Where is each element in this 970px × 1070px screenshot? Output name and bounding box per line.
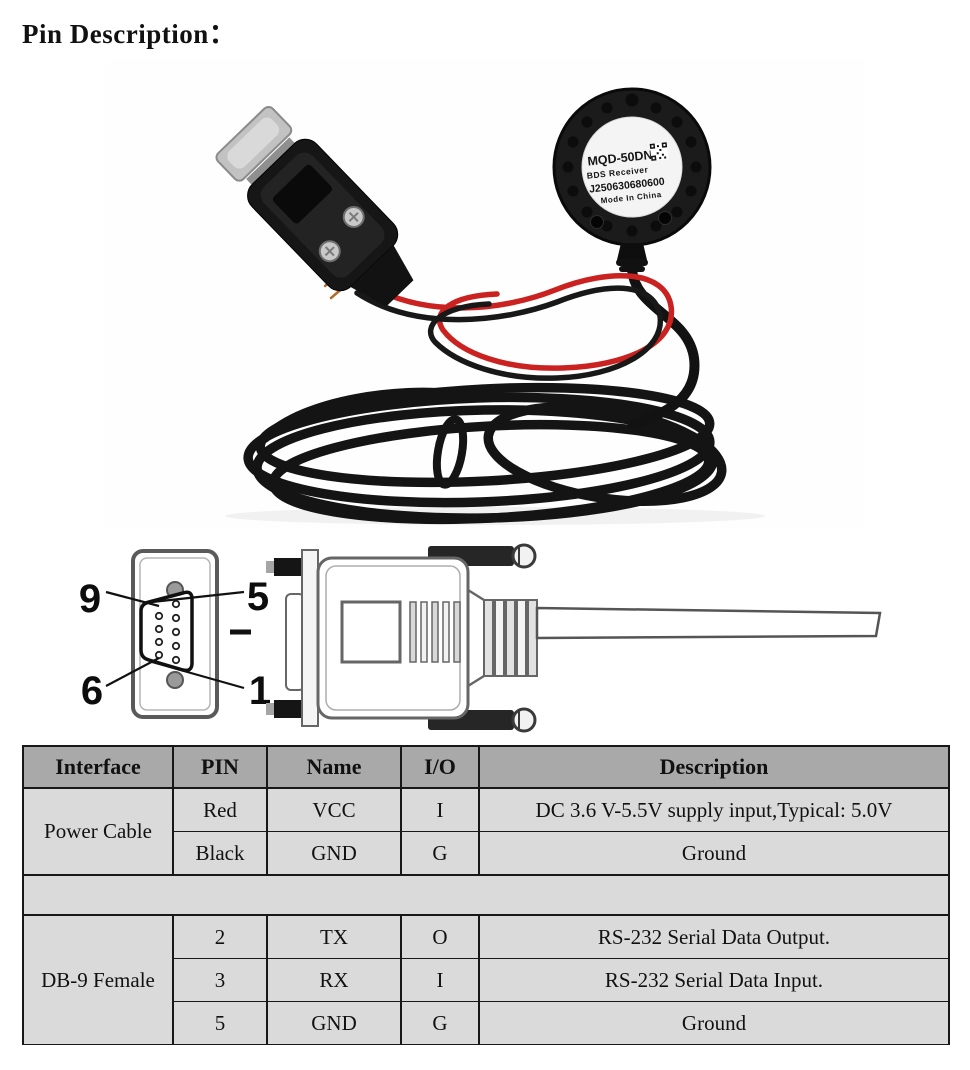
pin-cell: Black bbox=[172, 831, 268, 876]
description-cell: Ground bbox=[478, 1001, 950, 1045]
header-name: Name bbox=[266, 745, 402, 789]
puck-strain-relief bbox=[619, 266, 645, 272]
standoff-cap bbox=[266, 703, 276, 715]
description-cell: DC 3.6 V-5.5V supply input,Typical: 5.0V bbox=[478, 787, 950, 832]
db9-housing-screws bbox=[318, 205, 365, 263]
name-cell: TX bbox=[266, 914, 402, 959]
product-photo: MQD-50DN BDS Receiver J250630680600 Mode… bbox=[105, 58, 865, 528]
page-title: Pin Description： bbox=[22, 19, 237, 49]
io-cell: G bbox=[400, 1001, 480, 1045]
io-cell: O bbox=[400, 914, 480, 959]
pin-cell: 5 bbox=[172, 1001, 268, 1045]
io-cell: I bbox=[400, 958, 480, 1002]
db9-shell-face bbox=[227, 117, 280, 169]
thumbscrew-head bbox=[511, 543, 537, 569]
table-row: 5 GND G Ground bbox=[23, 1001, 950, 1045]
thumbscrew-head bbox=[511, 707, 537, 733]
red-wire bbox=[362, 273, 675, 371]
pin-label-1: 1 bbox=[249, 669, 271, 713]
receiver-puck: MQD-50DN BDS Receiver J250630680600 Mode… bbox=[552, 87, 712, 272]
black-wire bbox=[354, 285, 663, 381]
coiled-cable bbox=[243, 382, 727, 525]
db9-cable-boot bbox=[350, 245, 414, 307]
pin-cell: 3 bbox=[172, 958, 268, 1002]
name-cell: VCC bbox=[266, 787, 402, 832]
name-cell: GND bbox=[266, 1001, 402, 1045]
db9-housing-window bbox=[272, 164, 333, 224]
db9-connector-photo bbox=[215, 105, 414, 307]
cable-line bbox=[535, 606, 882, 640]
puck-screw bbox=[658, 211, 672, 225]
description-cell: Ground bbox=[478, 831, 950, 876]
spacer-row bbox=[22, 874, 950, 916]
pin-cell: Red bbox=[172, 787, 268, 832]
cable-wrap bbox=[432, 415, 468, 489]
receiver-model-text: MQD-50DN bbox=[587, 148, 653, 169]
header-interface: Interface bbox=[22, 745, 174, 789]
header-description: Description bbox=[478, 745, 950, 789]
puck-vent-holes bbox=[562, 93, 702, 237]
puck-screw bbox=[590, 215, 604, 229]
db9-shell-step bbox=[246, 137, 297, 187]
housing-ribs bbox=[409, 601, 461, 663]
name-cell: GND bbox=[266, 831, 402, 876]
db9-pinout-diagram: 9 5 6 1 bbox=[79, 543, 882, 733]
db9-front-view: 9 5 6 1 bbox=[79, 549, 271, 719]
table-header-row: Interface PIN Name I/O Description bbox=[22, 745, 950, 789]
puck-neck bbox=[617, 243, 647, 260]
puck-strain-relief bbox=[616, 259, 648, 266]
pin-description-table: Interface PIN Name I/O Description Power… bbox=[22, 745, 950, 1045]
standoff bbox=[274, 700, 302, 718]
strain-relief-ribs bbox=[483, 599, 538, 677]
table-row: Power Cable Red VCC I DC 3.6 V-5.5V supp… bbox=[22, 787, 950, 876]
header-pin: PIN bbox=[172, 745, 268, 789]
table-row: Black GND G Ground bbox=[23, 831, 950, 876]
db9-side-view bbox=[266, 543, 882, 733]
standoff bbox=[274, 558, 302, 576]
pin-callout-lines bbox=[105, 590, 245, 690]
pin-label-6: 6 bbox=[81, 669, 103, 713]
interface-cell: Power Cable bbox=[22, 787, 174, 876]
spacer-cell bbox=[22, 874, 950, 916]
header-io: I/O bbox=[400, 745, 480, 789]
name-cell: RX bbox=[266, 958, 402, 1002]
standoff-cap bbox=[266, 561, 276, 573]
description-cell: RS-232 Serial Data Input. bbox=[478, 958, 950, 1002]
pin-holes bbox=[154, 599, 181, 665]
interface-cell: DB-9 Female bbox=[22, 914, 174, 1045]
receiver-cable bbox=[627, 265, 700, 429]
pin-label-5: 5 bbox=[247, 575, 269, 619]
table-row: DB-9 Female 2 TX O RS-232 Serial Data Ou… bbox=[22, 914, 950, 1045]
description-cell: RS-232 Serial Data Output. bbox=[478, 914, 950, 959]
mount-hole bbox=[166, 671, 184, 689]
pin-label-9: 9 bbox=[79, 577, 101, 621]
flange-plate bbox=[301, 549, 319, 727]
qr-code-icon bbox=[649, 142, 669, 161]
pin-cell: 2 bbox=[172, 914, 268, 959]
housing-window bbox=[340, 600, 402, 664]
io-cell: I bbox=[400, 787, 480, 832]
io-cell: G bbox=[400, 831, 480, 876]
receiver-label bbox=[581, 116, 683, 218]
